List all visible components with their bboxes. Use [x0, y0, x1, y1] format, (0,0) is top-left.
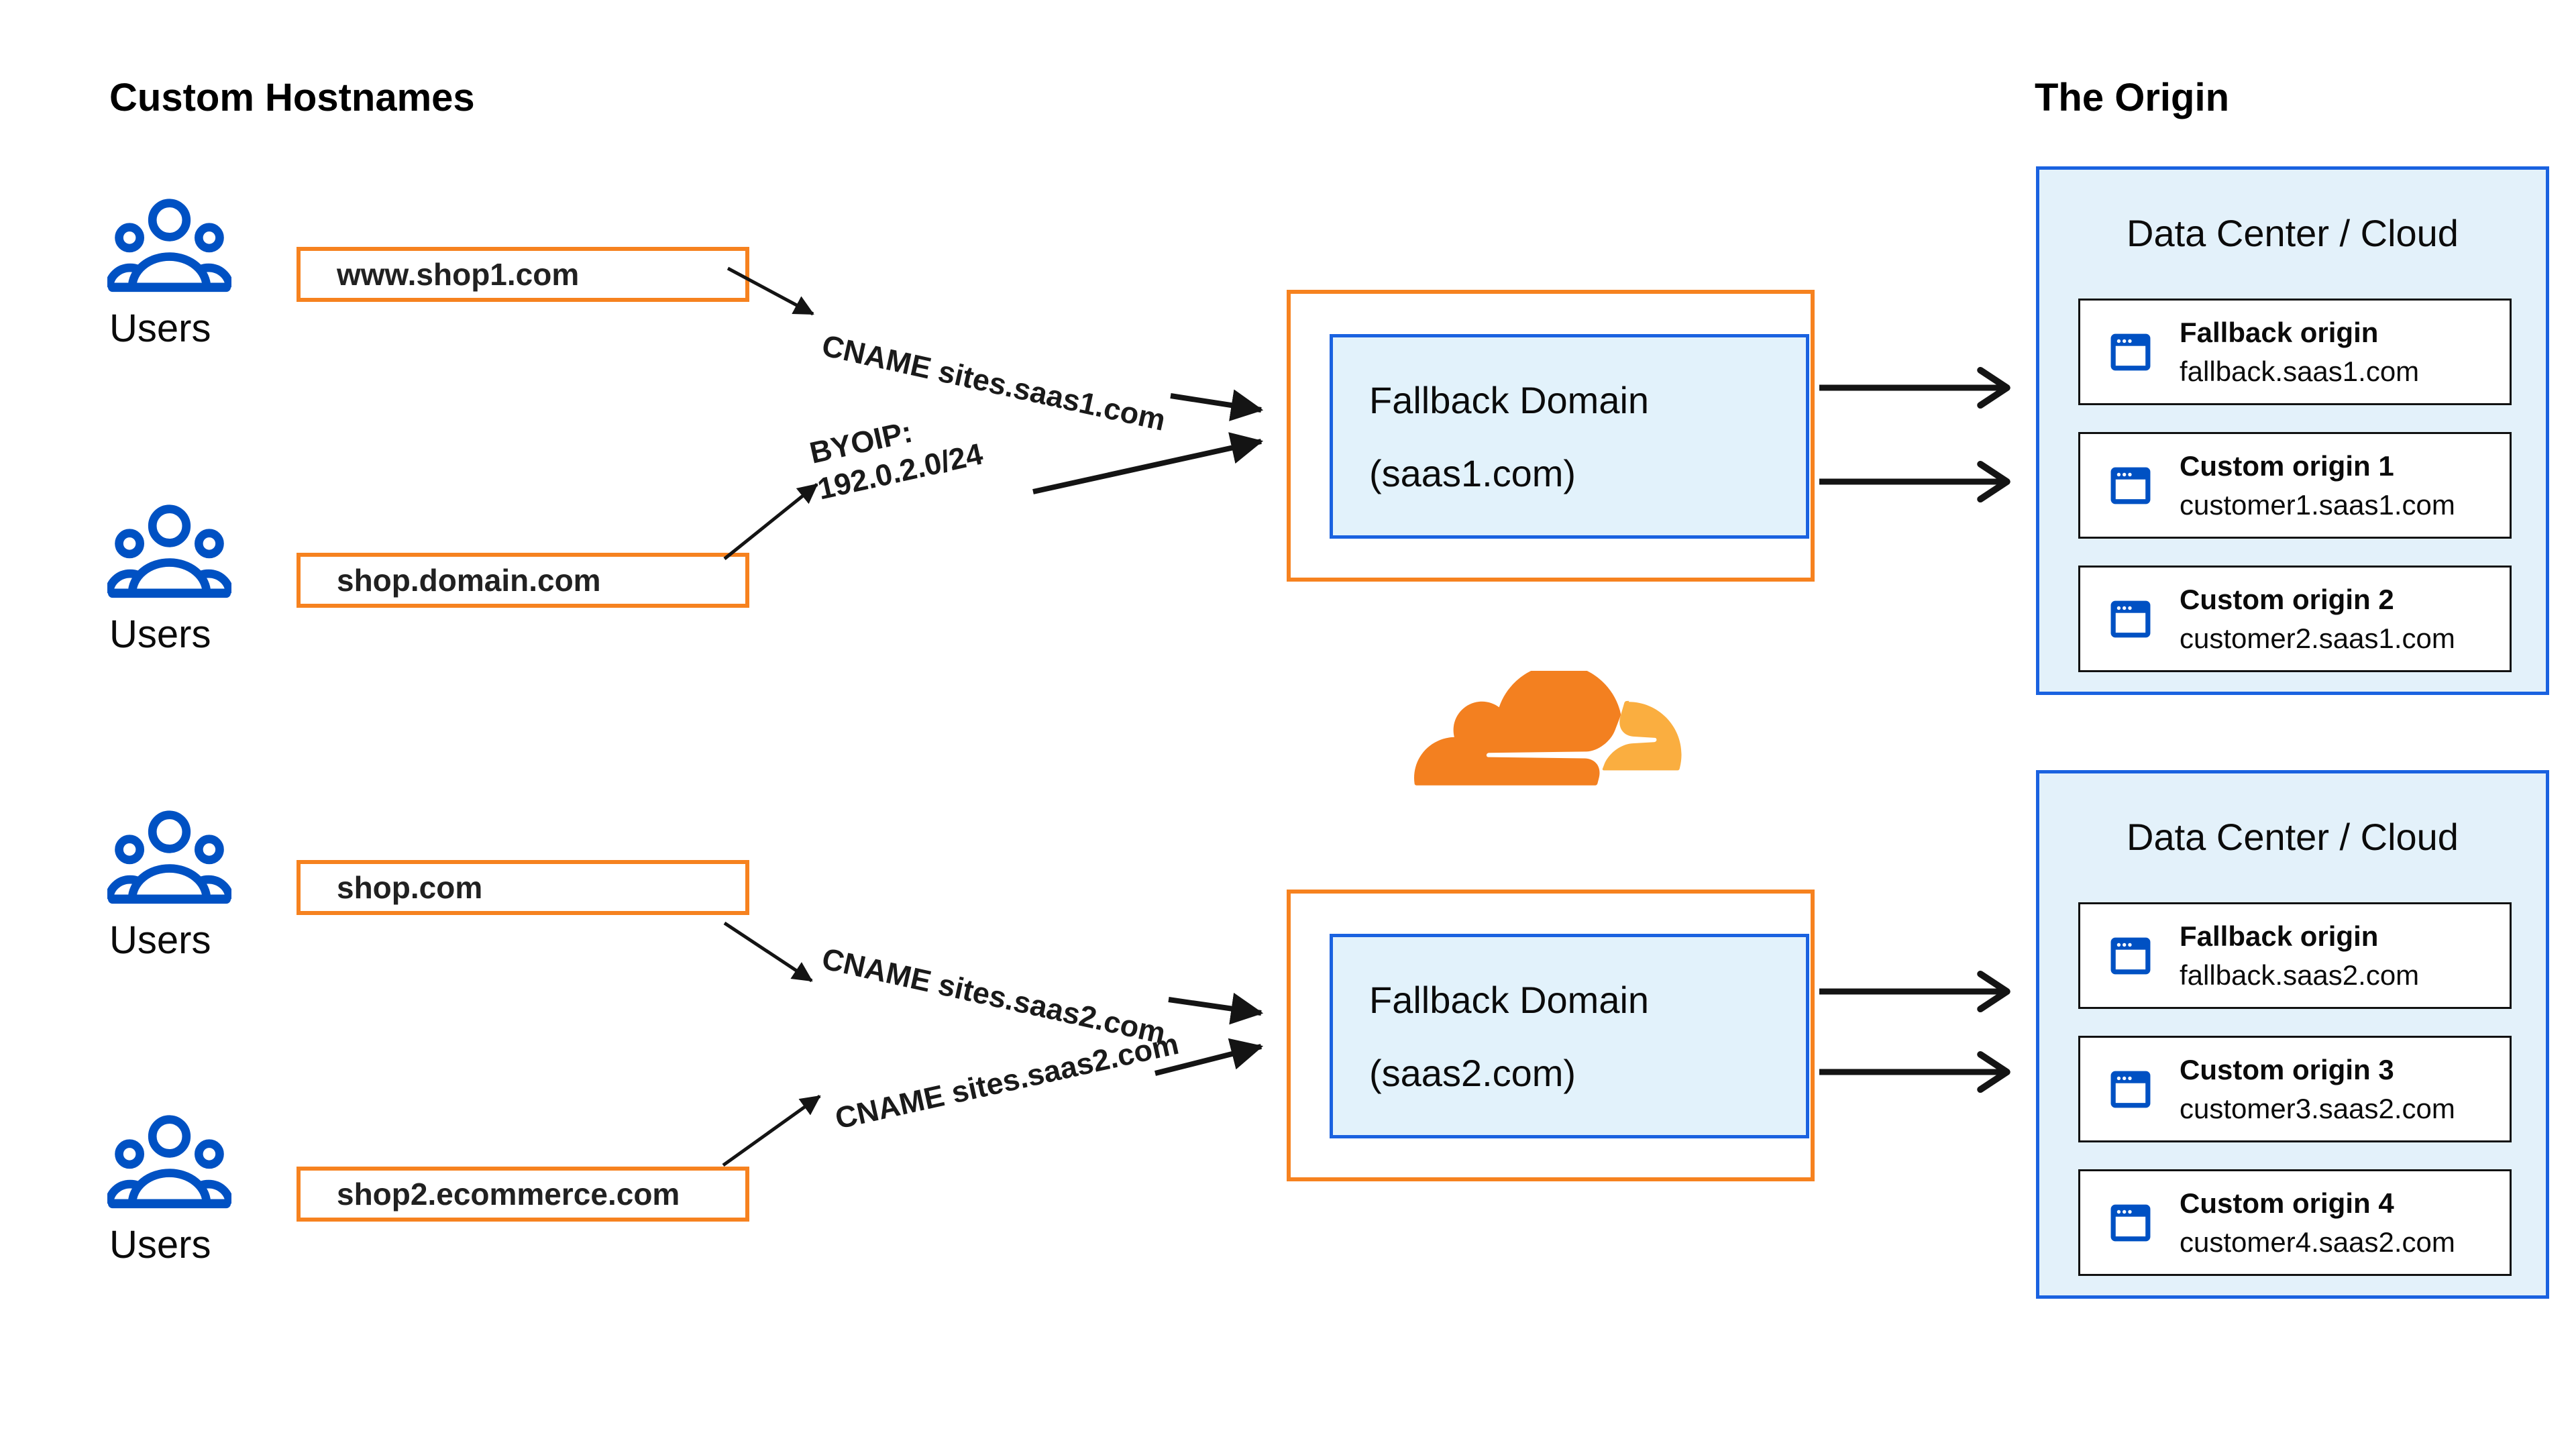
users-group-2: Users [107, 502, 231, 657]
origin-card-custom-origin-3: Custom origin 3 customer3.saas2.com [2078, 1036, 2512, 1142]
browser-window-icon [2110, 935, 2151, 977]
origin-name: Custom origin 4 [2180, 1187, 2394, 1219]
origin-host: customer4.saas2.com [2180, 1226, 2455, 1258]
fallback-domain-saas2: Fallback Domain (saas2.com) [1330, 934, 1809, 1138]
arrow-shop-to-cname2a [723, 921, 813, 983]
origin-card-fallback-saas2: Fallback origin fallback.saas2.com [2078, 902, 2512, 1009]
users-label: Users [109, 612, 211, 656]
hostname-box-www-shop1: www.shop1.com [297, 247, 749, 302]
arrow-shop2-to-cname2b [722, 1094, 821, 1167]
browser-window-icon [2110, 598, 2151, 640]
browser-window-icon [2110, 1069, 2151, 1110]
fallback-domain-line1: Fallback Domain [1369, 978, 1650, 1021]
origin-card-fallback-saas1: Fallback origin fallback.saas1.com [2078, 299, 2512, 405]
origin-host: customer1.saas1.com [2180, 488, 2455, 521]
users-icon [107, 502, 231, 602]
users-label: Users [109, 1223, 211, 1267]
origin-name: Custom origin 1 [2180, 449, 2394, 482]
origin-name: Fallback origin [2180, 920, 2379, 952]
origin-name: Fallback origin [2180, 316, 2379, 348]
hostname-box-shop2-ecommerce: shop2.ecommerce.com [297, 1167, 749, 1222]
fallback-domain-saas1: Fallback Domain (saas1.com) [1330, 334, 1809, 539]
fallback-domain-line2: (saas1.com) [1369, 451, 1576, 494]
users-group-4: Users [107, 1112, 231, 1267]
fallback-domain-line1: Fallback Domain [1369, 378, 1650, 421]
arrow-byoip-to-fallback1 [1032, 432, 1264, 494]
browser-window-icon [2110, 331, 2151, 373]
origin-host: customer3.saas2.com [2180, 1092, 2455, 1124]
the-origin-title: The Origin [2035, 76, 2229, 119]
users-label: Users [109, 918, 211, 962]
users-icon [107, 1112, 231, 1213]
origin-name: Custom origin 2 [2180, 583, 2394, 615]
hostname-box-shop: shop.com [297, 860, 749, 915]
users-label: Users [109, 307, 211, 350]
data-center-2: Data Center / Cloud Fallback origin fall… [2036, 770, 2549, 1299]
data-center-title: Data Center / Cloud [2127, 212, 2459, 254]
hostname-box-shop-domain: shop.domain.com [297, 553, 749, 608]
origin-host: customer2.saas1.com [2180, 622, 2455, 654]
browser-window-icon [2110, 465, 2151, 506]
data-center-title: Data Center / Cloud [2127, 816, 2459, 858]
fallback-zone-saas2: Fallback Domain (saas2.com) [1287, 890, 1815, 1181]
users-icon [107, 808, 231, 908]
origin-card-custom-origin-1: Custom origin 1 customer1.saas1.com [2078, 432, 2512, 539]
arrow-cname1-to-fallback1 [1170, 389, 1264, 421]
fallback-domain-line2: (saas2.com) [1369, 1051, 1576, 1094]
arrow-shopdomain-to-byoip [723, 483, 818, 560]
arrow-shop1-to-cname1 [727, 266, 814, 316]
users-group-1: Users [107, 196, 231, 351]
origin-name: Custom origin 3 [2180, 1053, 2394, 1085]
origin-card-custom-origin-4: Custom origin 4 customer4.saas2.com [2078, 1169, 2512, 1276]
users-group-3: Users [107, 808, 231, 963]
arrow-cname2b-to-fallback2 [1155, 1038, 1264, 1076]
browser-window-icon [2110, 1202, 2151, 1244]
origin-host: fallback.saas1.com [2180, 355, 2420, 387]
users-icon [107, 196, 231, 297]
data-center-1: Data Center / Cloud Fallback origin fall… [2036, 166, 2549, 695]
arrow-cname2a-to-fallback2 [1168, 992, 1264, 1025]
custom-hostnames-title: Custom Hostnames [109, 76, 475, 119]
origin-host: fallback.saas2.com [2180, 959, 2420, 991]
origin-card-custom-origin-2: Custom origin 2 customer2.saas1.com [2078, 566, 2512, 672]
fallback-zone-saas1: Fallback Domain (saas1.com) [1287, 290, 1815, 582]
cloudflare-logo [1414, 671, 1682, 788]
